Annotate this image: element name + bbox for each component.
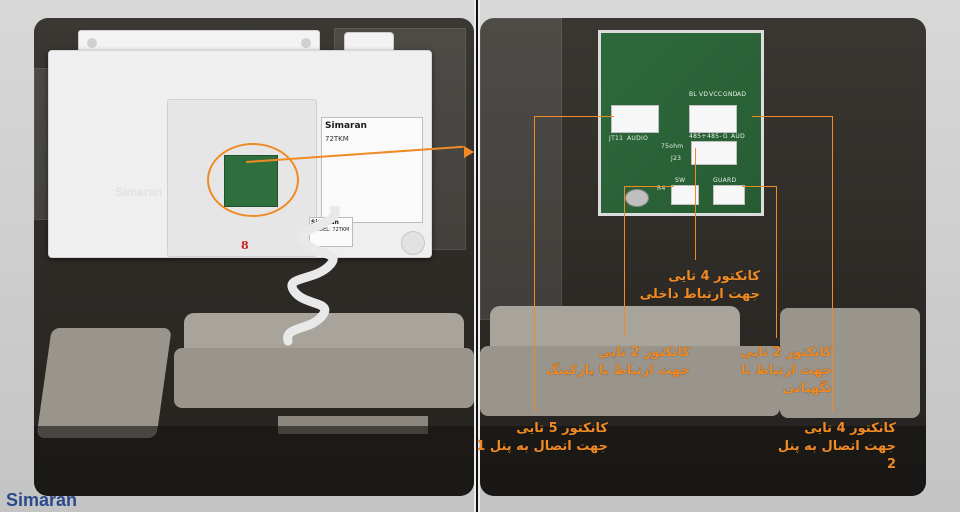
spec-label-model: 72TKM bbox=[325, 135, 349, 143]
annotation-title: کانکتور 4 تایی bbox=[804, 421, 896, 436]
capacitor-icon bbox=[625, 189, 649, 207]
intercom-device-back: Simaran 72TKM Simaran MODEL: 72TKM Simar… bbox=[48, 50, 432, 258]
pcb-label: AD bbox=[737, 91, 747, 98]
pcb-label: J23 bbox=[671, 155, 682, 162]
highlight-circle bbox=[207, 143, 299, 217]
leader-line bbox=[742, 186, 776, 187]
leader-line bbox=[776, 186, 777, 338]
leader-line bbox=[534, 116, 614, 117]
annotation-title: کانکتور 2 تایی bbox=[740, 345, 832, 360]
pcb-zoom-panel: JT11 AUDIO 75ohm J23 485+ 485- G AUD SW … bbox=[480, 18, 926, 496]
annotation-title: کانکتور 2 تایی bbox=[598, 345, 690, 360]
pcb-label: R4 bbox=[657, 185, 666, 192]
volume-knob-icon bbox=[401, 231, 425, 255]
armchair bbox=[780, 308, 920, 418]
serial-number: 8 bbox=[241, 239, 249, 252]
screw-icon bbox=[87, 38, 97, 48]
pcb-label: SW bbox=[675, 177, 686, 184]
annotation-desc: جهت ارتباط با پارکینگ bbox=[545, 363, 690, 378]
arrow-right-icon bbox=[464, 146, 474, 158]
leader-line bbox=[752, 116, 832, 117]
leader-line bbox=[624, 186, 674, 187]
sofa bbox=[480, 346, 780, 416]
connector-5pin bbox=[611, 105, 659, 133]
embossed-brand: Simaran bbox=[115, 185, 163, 199]
pcb-closeup: JT11 AUDIO 75ohm J23 485+ 485- G AUD SW … bbox=[598, 30, 764, 216]
floor bbox=[480, 426, 926, 496]
floor bbox=[34, 426, 474, 496]
lounge-chair bbox=[36, 328, 172, 438]
pcb-label: AUDIO bbox=[627, 135, 649, 142]
annotation-desc: جهت ارتباط با نگهبانی bbox=[740, 363, 832, 396]
brand-logo: Simaran bbox=[6, 490, 78, 510]
connector-2pin-guard bbox=[713, 185, 745, 205]
connector-2pin-parking bbox=[671, 185, 699, 205]
annotation-panel2: کانکتور 4 تایی جهت اتصال به پنل 2 bbox=[770, 420, 896, 474]
pcb-label: VCC bbox=[709, 91, 723, 98]
pcb-label: 485+ bbox=[689, 133, 707, 140]
pcb-label: AUD bbox=[731, 133, 746, 140]
room-window bbox=[480, 18, 562, 320]
pcb-label: G bbox=[723, 133, 728, 140]
leader-line bbox=[624, 186, 625, 336]
annotation-panel1: کانکتور 5 تایی جهت اتصال به پنل 1 bbox=[466, 420, 608, 456]
pcb-label: 485- bbox=[707, 133, 722, 140]
leader-line bbox=[534, 116, 535, 412]
model-sticker-model: MODEL: 72TKM bbox=[311, 227, 350, 233]
pcb-label: GUARD bbox=[713, 177, 737, 184]
handset-cord-icon bbox=[283, 206, 340, 346]
leader-line bbox=[832, 116, 833, 412]
annotation-title: کانکتور 5 تایی bbox=[516, 421, 608, 436]
annotation-parking: کانکتور 2 تایی جهت ارتباط با پارکینگ bbox=[540, 344, 690, 380]
annotation-desc: جهت اتصال به پنل 1 bbox=[476, 439, 608, 454]
sofa bbox=[174, 348, 474, 408]
leader-line bbox=[695, 148, 696, 260]
pcb-label: 75ohm bbox=[661, 143, 684, 150]
screw-icon bbox=[301, 38, 311, 48]
pcb-label: BL bbox=[689, 91, 698, 98]
connector-4pin-internal bbox=[691, 141, 737, 165]
annotation-desc: جهت ارتباط داخلی bbox=[639, 287, 760, 302]
pcb-label: GND bbox=[723, 91, 738, 98]
annotation-title: کانکتور 4 تایی bbox=[668, 269, 760, 284]
pcb-label: JT11 bbox=[609, 135, 624, 142]
annotation-desc: جهت اتصال به پنل 2 bbox=[777, 439, 896, 472]
spec-label-brand: Simaran bbox=[325, 121, 367, 131]
panel-divider-line bbox=[476, 0, 478, 512]
annotation-guard: کانکتور 2 تایی جهت ارتباط با نگهبانی bbox=[700, 344, 832, 398]
pcb-label: VD bbox=[699, 91, 709, 98]
connector-4pin-panel2 bbox=[689, 105, 737, 133]
annotation-internal: کانکتور 4 تایی جهت ارتباط داخلی bbox=[610, 268, 760, 304]
